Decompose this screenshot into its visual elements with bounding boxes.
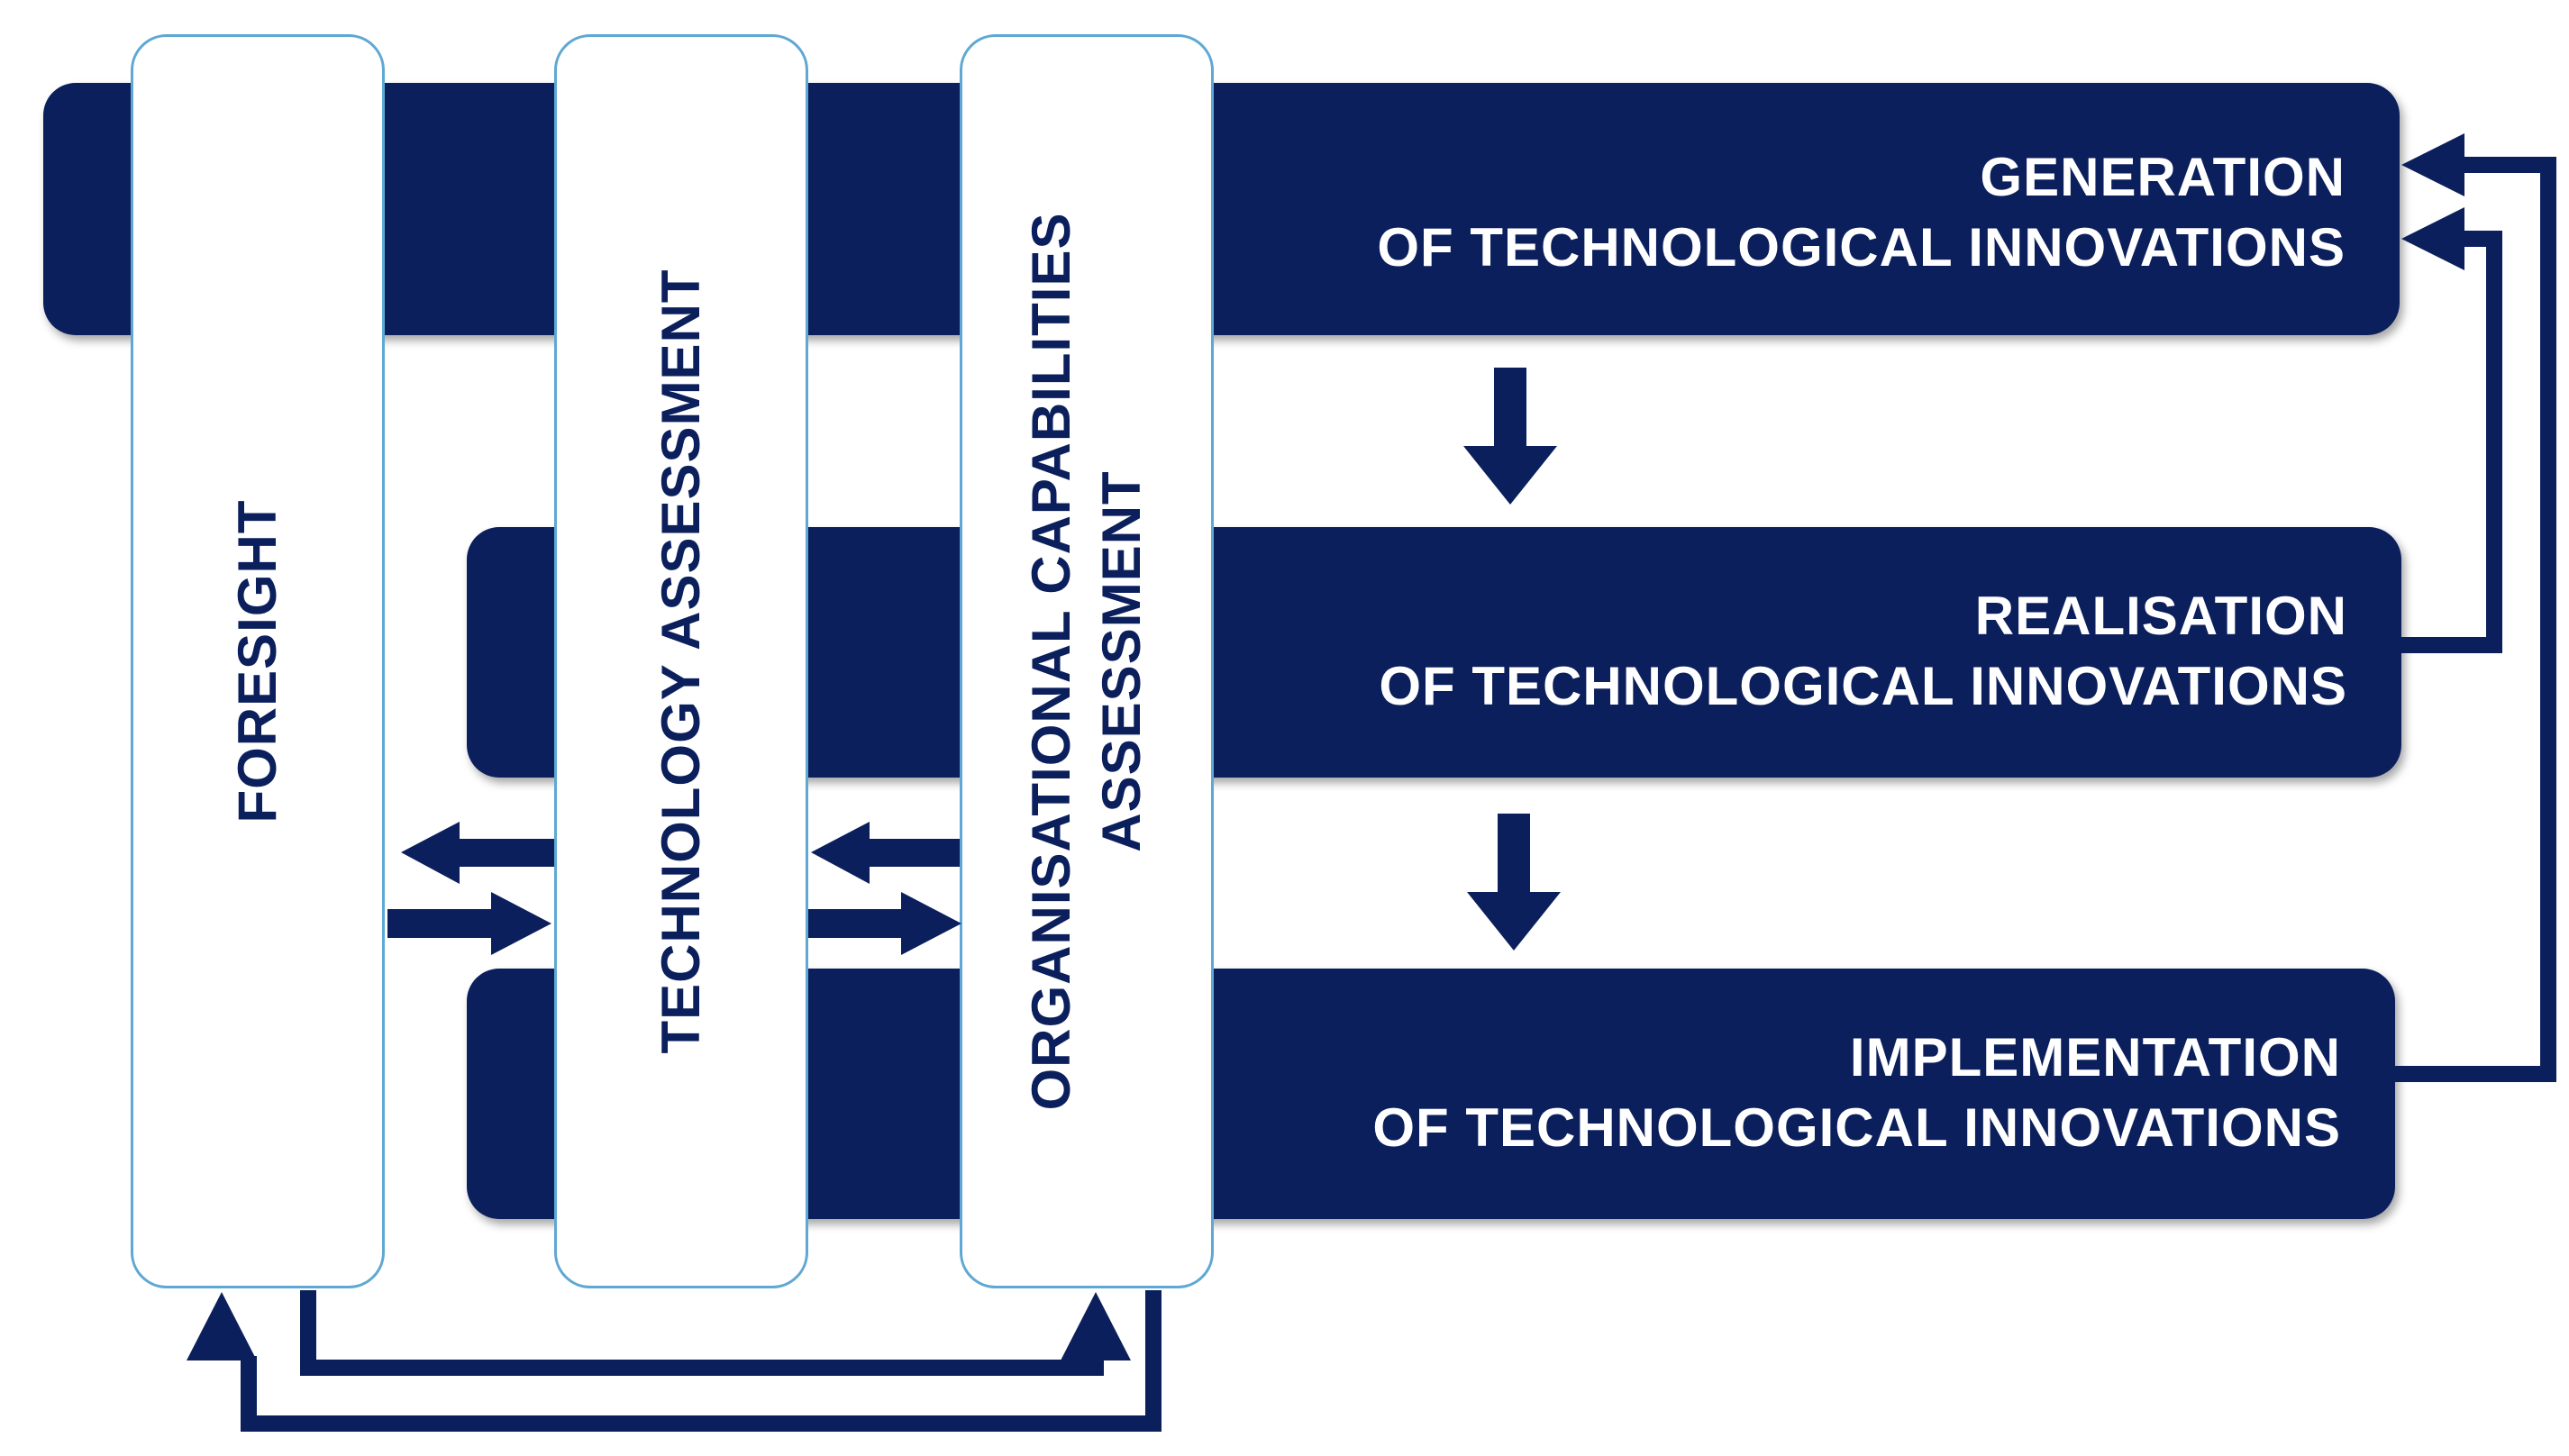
down-arrow-generation-realisation (1463, 368, 1557, 505)
feedback-implementation-to-generation (2395, 157, 2556, 1082)
stage-generation-label: GENERATION OF TECHNOLOGICAL INNOVATIONS (1377, 142, 2346, 283)
arrow-up-into-org (1061, 1292, 1131, 1360)
loop-org-to-foresight (241, 1290, 1162, 1432)
loop-foresight-to-org (300, 1290, 1104, 1376)
stage-implementation-label: IMPLEMENTATION OF TECHNOLOGICAL INNOVATI… (1372, 1023, 2341, 1163)
stage-realisation-subtitle: OF TECHNOLOGICAL INNOVATIONS (1379, 656, 2347, 716)
technology-assessment-label: TECHNOLOGY ASSESSMENT (651, 268, 711, 1054)
arrow-foresight-to-ta (387, 892, 551, 955)
stage-generation-title: GENERATION (1980, 147, 2346, 207)
feedback-realisation-to-generation (2401, 231, 2502, 653)
arrow-into-generation-top (2401, 133, 2464, 196)
org-capabilities-pillar: ORGANISATIONAL CAPABILITIES ASSESSMENT (960, 34, 1214, 1288)
technology-assessment-pillar: TECHNOLOGY ASSESSMENT (554, 34, 808, 1288)
org-capabilities-subtitle: ASSESSMENT (1091, 470, 1152, 852)
stage-realisation-title: REALISATION (1974, 586, 2347, 646)
arrow-ta-to-org (808, 892, 961, 955)
arrow-into-generation-bottom (2401, 207, 2464, 270)
stage-realisation-label: REALISATION OF TECHNOLOGICAL INNOVATIONS (1379, 581, 2347, 722)
org-capabilities-title: ORGANISATIONAL CAPABILITIES (1021, 212, 1081, 1111)
down-arrow-realisation-implementation (1467, 814, 1561, 951)
arrow-ta-to-foresight (401, 822, 554, 884)
arrow-org-to-ta (811, 822, 960, 884)
foresight-label: FORESIGHT (227, 499, 287, 824)
org-capabilities-label: ORGANISATIONAL CAPABILITIES ASSESSMENT (1016, 212, 1157, 1110)
arrow-up-into-foresight (187, 1292, 257, 1360)
stage-generation-bar: GENERATION OF TECHNOLOGICAL INNOVATIONS (43, 83, 2400, 335)
stage-implementation-title: IMPLEMENTATION (1849, 1027, 2341, 1087)
foresight-pillar: FORESIGHT (131, 34, 385, 1288)
stage-generation-subtitle: OF TECHNOLOGICAL INNOVATIONS (1377, 217, 2346, 278)
stage-implementation-subtitle: OF TECHNOLOGICAL INNOVATIONS (1372, 1097, 2341, 1158)
